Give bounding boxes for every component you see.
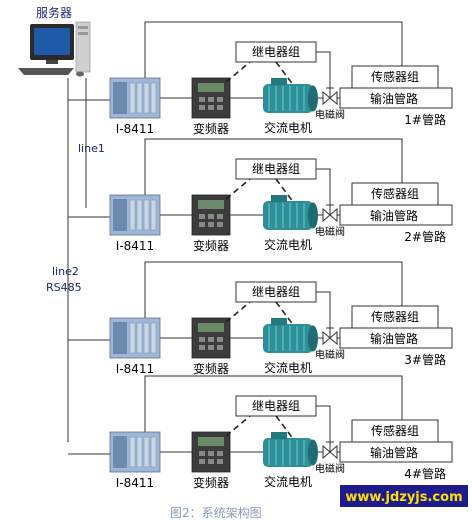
motor-label: 交流电机 [264,237,312,252]
mouse-icon [76,71,84,77]
control-bracket-line [144,138,403,195]
valve-label: 电磁阀 [315,348,345,361]
ac-motor-icon [263,432,318,467]
inverter-icon [191,194,231,236]
relay-group-label: 继电器组 [252,45,300,59]
relay-motor-dashed-link [275,178,295,204]
valve-label: 电磁阀 [315,462,345,475]
control-bracket-line [144,21,403,78]
relay-group-label: 继电器组 [252,285,300,299]
pipeline-number-label: 3#管路 [404,352,446,367]
watermark-bg [340,485,468,507]
relay-valve-line [316,405,331,442]
pipeline-number-label: 4#管路 [404,466,446,481]
inverter-label: 变频器 [193,475,229,490]
relay-motor-dashed-link [275,415,295,441]
inverter-label: 变频器 [193,121,229,136]
valve-label: 电磁阀 [315,108,345,121]
plc-controller-icon [109,194,161,236]
ac-motor-icon [263,318,318,353]
oil-pipeline-label: 输油管路 [370,91,418,106]
plc-controller-icon [109,317,161,359]
valve-label: 电磁阀 [315,225,345,238]
inverter-icon [191,431,231,473]
relay-valve-line [316,51,331,88]
relay-group-label: 继电器组 [252,162,300,176]
line1-label: line1 [78,142,105,155]
inverter-icon [191,77,231,119]
diagram-caption: 图2：系统架构图 [170,505,262,520]
solenoid-valve-icon [322,204,338,223]
relay-group-label: 继电器组 [252,399,300,413]
relay-dashed-link [225,415,251,437]
relay-dashed-link [225,178,251,200]
relay-dashed-link [225,301,251,323]
rs485-label: RS485 [46,281,82,294]
motor-label: 交流电机 [264,474,312,489]
plc-controller-icon [109,77,161,119]
inverter-icon [191,317,231,359]
plc-controller-icon [109,431,161,473]
oil-pipeline-label: 输油管路 [370,331,418,346]
sensor-group-label: 传感器组 [371,423,419,438]
controller-label: I-8411 [116,239,154,253]
oil-pipeline-label: 输油管路 [370,445,418,460]
controller-label: I-8411 [116,476,154,490]
ac-motor-icon [263,78,318,113]
controller-label: I-8411 [116,362,154,376]
sensor-group-box [351,305,439,329]
motor-label: 交流电机 [264,360,312,375]
sensor-group-label: 传感器组 [371,69,419,84]
inverter-label: 变频器 [193,238,229,253]
sensor-group-label: 传感器组 [371,186,419,201]
sensor-group-label: 传感器组 [371,309,419,324]
keyboard-icon [18,68,74,75]
line2-label: line2 [52,265,79,278]
controller-label: I-8411 [116,122,154,136]
pipeline-number-label: 2#管路 [404,229,446,244]
relay-valve-line [316,168,331,205]
relay-dashed-link [225,61,251,83]
motor-label: 交流电机 [264,120,312,135]
oil-pipeline-label: 输油管路 [370,208,418,223]
ac-motor-icon [263,195,318,230]
server-computer [18,21,91,77]
control-bracket-line [144,261,403,318]
solenoid-valve-icon [322,327,338,346]
server-label: 服务器 [36,5,72,20]
relay-motor-dashed-link [275,301,295,327]
solenoid-valve-icon [322,441,338,460]
watermark-text: www.jdzyjs.com [345,490,462,505]
sensor-group-box [351,65,439,89]
control-bracket-line [144,375,403,432]
inverter-label: 变频器 [193,361,229,376]
sensor-group-box [351,419,439,443]
relay-motor-dashed-link [275,61,295,87]
relay-valve-line [316,291,331,328]
solenoid-valve-icon [322,87,338,106]
tower-icon [75,21,91,73]
pipeline-number-label: 1#管路 [404,112,446,127]
sensor-group-box [351,182,439,206]
